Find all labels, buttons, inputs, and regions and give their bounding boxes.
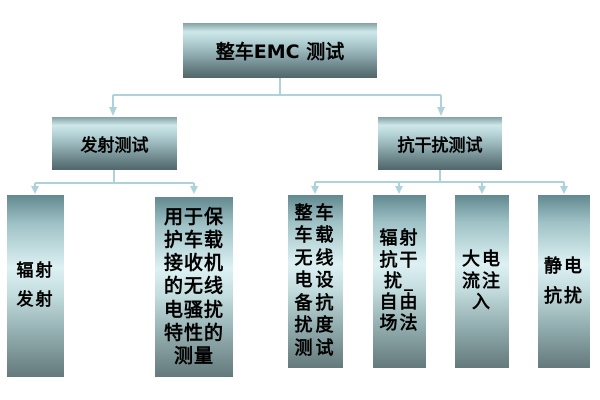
arrow-down-icon (560, 186, 568, 194)
arrow-down-icon (395, 186, 403, 194)
connector-root-branch (112, 78, 442, 109)
node-bulk-current-injection: 大电 流注 入 (455, 195, 509, 368)
node-vehicle-emc-test: 整车EMC 测试 (183, 23, 377, 78)
arrow-down-icon (478, 186, 486, 194)
connector-immunity-branch (314, 170, 565, 187)
connector-emission-branch (34, 170, 195, 187)
node-receiver-protection-measurement: 用于保 护车载 接收机 的无线 电骚扰 特性的 测量 (155, 197, 233, 377)
arrow-down-icon (311, 186, 319, 194)
node-emission-test: 发射测试 (52, 117, 177, 170)
arrow-down-icon (31, 186, 39, 194)
arrow-down-icon (109, 107, 117, 116)
arrow-down-icon (190, 186, 198, 194)
node-esd-immunity: 静电 抗扰 (538, 195, 590, 368)
node-radiated-emission: 辐射 发射 (7, 195, 64, 377)
node-radiated-immunity-free-field: 辐射 抗干 扰_ 自由 场法 (373, 195, 426, 368)
node-immunity-test: 抗干扰测试 (378, 117, 502, 170)
arrow-down-icon (437, 107, 445, 116)
node-vehicle-onboard-radio-immunity: 整车 车载 无线 电设 备抗 扰度 测试 (288, 195, 343, 368)
